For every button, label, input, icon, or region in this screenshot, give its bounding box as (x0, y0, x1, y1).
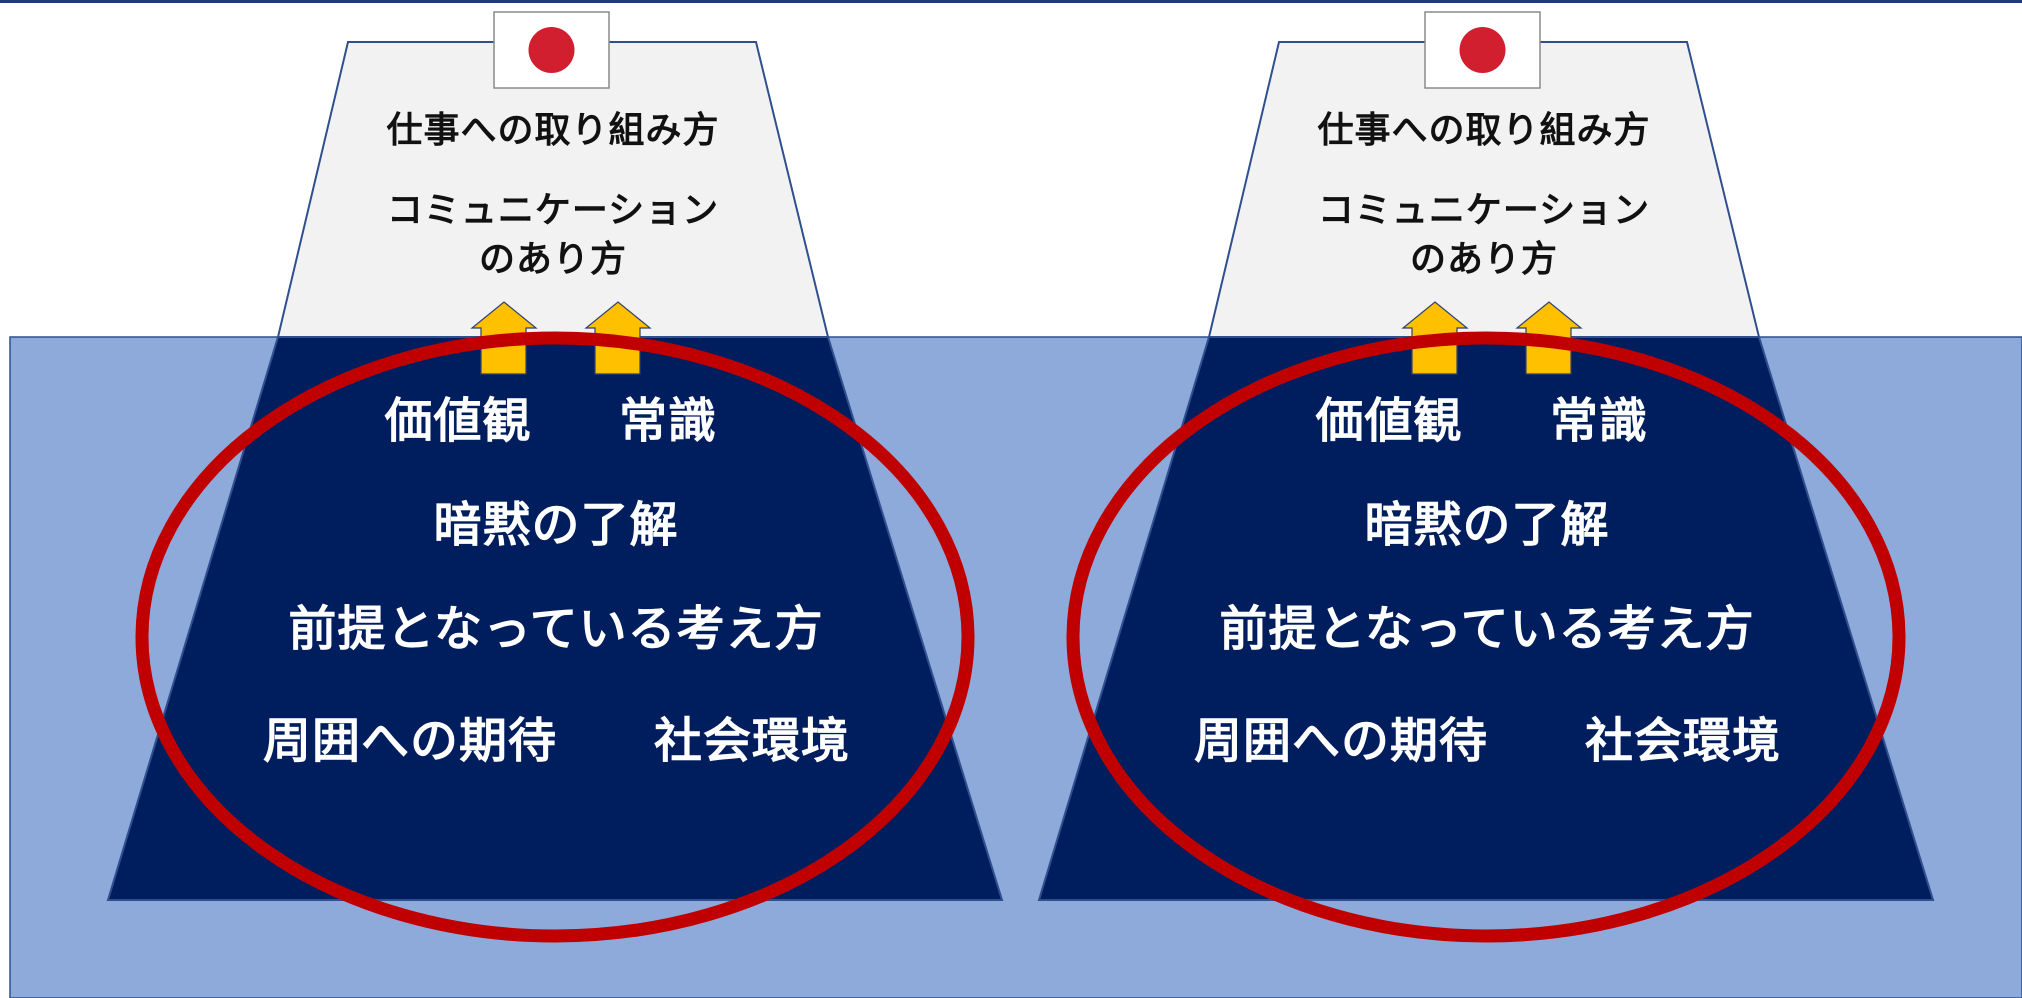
highlight-ellipse (1066, 331, 1906, 943)
top-label-communication-way: のあり方 (479, 239, 627, 280)
bottom-label-tacit-understanding: 暗黙の了解 (433, 497, 678, 553)
bottom-label-social-environment: 社会環境 (654, 713, 850, 769)
top-label-communication: コミュニケーション (1318, 190, 1650, 231)
bottom-label-values: 価値観 (1314, 393, 1462, 449)
bottom-label-assumptions: 前提となっている考え方 (1219, 601, 1754, 657)
top-label-work-approach: 仕事への取り組み方 (1317, 110, 1650, 151)
bottom-label-tacit-understanding: 暗黙の了解 (1364, 497, 1609, 553)
japan-flag-icon (493, 11, 610, 89)
bottom-label-expectations: 周囲への期待 (1194, 713, 1488, 769)
japan-flag-icon (1424, 11, 1541, 89)
bottom-label-social-environment: 社会環境 (1585, 713, 1781, 769)
bottom-label-common-sense: 常識 (1550, 393, 1648, 449)
bottom-label-common-sense: 常識 (619, 393, 717, 449)
iceberg-left-bottom (106, 336, 1004, 901)
top-border-line (0, 0, 2022, 3)
highlight-ellipse (135, 331, 975, 943)
iceberg-left: 仕事への取り組み方 コミュニケーション のあり方 価値観 常識 暗黙の了解 前提… (106, 11, 1004, 943)
bottom-label-values: 価値観 (383, 393, 531, 449)
top-label-communication-way: のあり方 (1410, 239, 1558, 280)
bottom-label-expectations: 周囲への期待 (263, 713, 557, 769)
iceberg-right-bottom (1037, 336, 1935, 901)
top-label-communication: コミュニケーション (387, 190, 719, 231)
top-label-work-approach: 仕事への取り組み方 (386, 110, 719, 151)
bottom-label-assumptions: 前提となっている考え方 (288, 601, 823, 657)
iceberg-right: 仕事への取り組み方 コミュニケーション のあり方 価値観 常識 暗黙の了解 前提… (1037, 11, 1935, 943)
